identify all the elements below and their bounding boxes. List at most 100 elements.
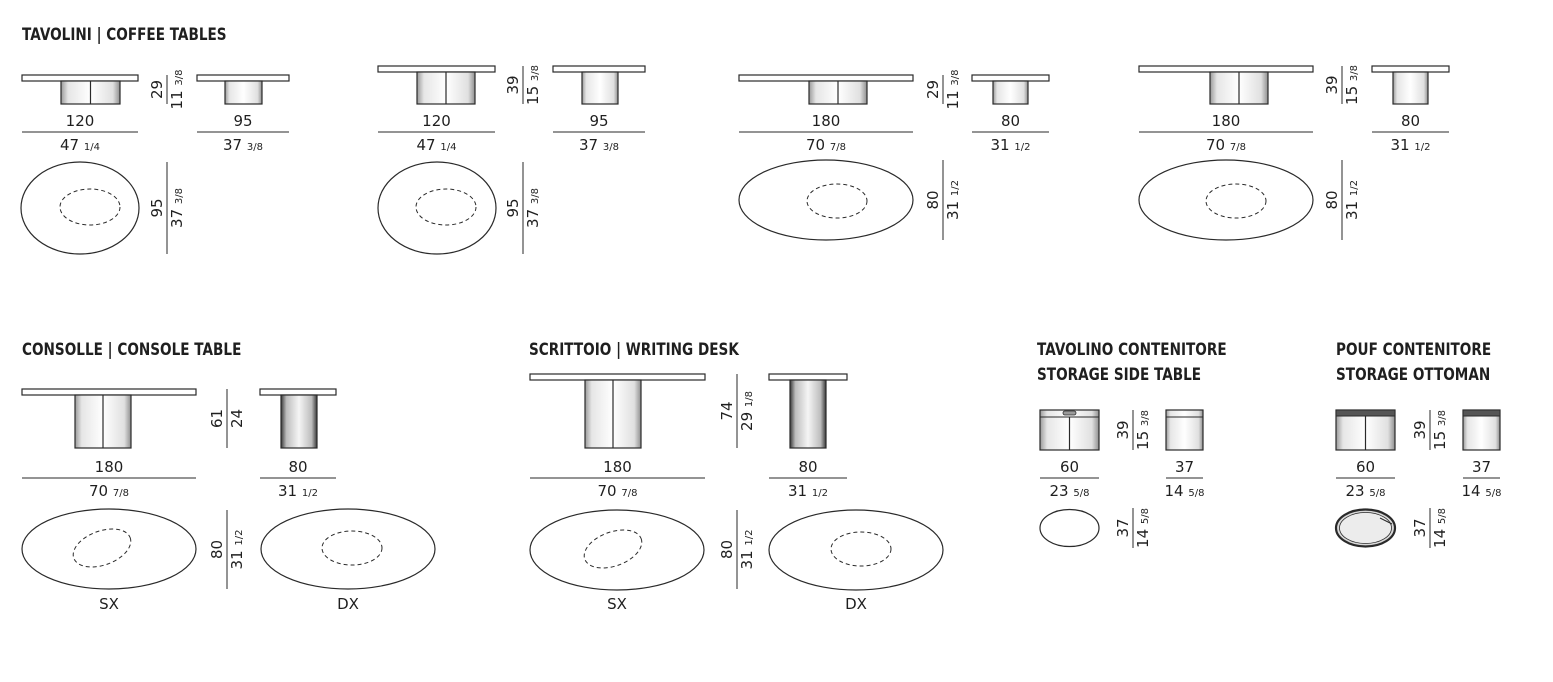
ottoman-front-lid — [1335, 409, 1396, 417]
console-width-in: 70 7/8 — [89, 482, 129, 500]
desk-sx-label: SX — [607, 595, 627, 613]
ct4-plan-dim-cm: 80 — [1323, 190, 1341, 209]
console-plan-sx-base-dashed — [72, 528, 132, 568]
desk-plan-dx-outline — [768, 509, 944, 591]
ct4-plan-dim-in: 31 1/2 — [1343, 180, 1361, 220]
desk-plan-dx-base-dashed — [830, 531, 892, 567]
side-table-title-en: STORAGE SIDE TABLE — [1037, 365, 1202, 385]
ct4-width-cm: 180 — [1212, 112, 1241, 130]
side-table-height-in: 15 3/8 — [1134, 410, 1152, 450]
console-table-title: CONSOLLE | CONSOLE TABLE — [22, 340, 242, 360]
ct3-depth-cm: 80 — [1001, 112, 1020, 130]
ottoman-width-cm: 60 — [1356, 458, 1375, 476]
ct4-depth-cm: 80 — [1401, 112, 1420, 130]
side-table-width-cm: 60 — [1060, 458, 1079, 476]
ct3-width-cm: 180 — [812, 112, 841, 130]
console-side-top — [259, 388, 337, 396]
console-front-top — [21, 388, 197, 396]
console-height-cm: 61 — [208, 409, 226, 428]
ct1-side-top — [196, 74, 290, 82]
ct4-depth-in: 31 1/2 — [1391, 136, 1431, 154]
console-side-base — [280, 394, 318, 449]
ottoman-plan-dim-cm: 37 — [1411, 518, 1429, 537]
ct2-front-top — [377, 65, 496, 73]
ct2-plan-base-dashed — [415, 188, 477, 226]
console-height-in: 24 — [228, 409, 246, 428]
side-table-depth-cm: 37 — [1175, 458, 1194, 476]
ct3-plan-outline — [738, 159, 914, 241]
ct4-plan-base-dashed — [1205, 183, 1267, 219]
desk-depth-in: 31 1/2 — [788, 482, 828, 500]
coffee-tables-title: TAVOLINI | COFFEE TABLES — [22, 25, 227, 45]
desk-side-top — [768, 373, 848, 381]
side-table-side-body — [1165, 409, 1204, 451]
desk-plan-sx-outline — [529, 509, 705, 591]
ct2-plan-dim-cm: 95 — [504, 198, 522, 217]
ct4-height-in: 15 3/8 — [1343, 65, 1361, 105]
side-table-plan-dim-in: 14 5/8 — [1134, 508, 1152, 548]
ct1-height-cm: 29 — [148, 80, 166, 99]
side-table-width-in: 23 5/8 — [1050, 482, 1090, 500]
ct2-plan-outline — [377, 161, 497, 255]
desk-width-cm: 180 — [603, 458, 632, 476]
ct2-plan-dim-in: 37 3/8 — [524, 188, 542, 228]
ottoman-depth-in: 14 5/8 — [1462, 482, 1502, 500]
ct3-depth-in: 31 1/2 — [991, 136, 1031, 154]
ottoman-width-in: 23 5/8 — [1346, 482, 1386, 500]
ct1-plan-dim-cm: 95 — [148, 198, 166, 217]
ct1-plan-base-dashed — [59, 188, 121, 226]
ct2-side-top — [552, 65, 646, 73]
ct1-side-base — [224, 80, 263, 105]
ottoman-plan-dim-in: 14 5/8 — [1431, 508, 1449, 548]
ct1-width-in: 47 1/4 — [60, 136, 100, 154]
desk-depth-cm: 80 — [798, 458, 817, 476]
ct2-side-base — [581, 71, 619, 105]
ct1-plan-dim-in: 37 3/8 — [168, 188, 186, 228]
ct4-height-cm: 39 — [1323, 75, 1341, 94]
ct4-front-top — [1138, 65, 1314, 73]
side-table-title-it: TAVOLINO CONTENITORE — [1037, 340, 1227, 360]
ottoman-title-it: POUF CONTENITORE — [1336, 340, 1492, 360]
ct1-height-in: 11 3/8 — [168, 70, 186, 110]
ct2-height-cm: 39 — [504, 75, 522, 94]
ottoman-plan-notch — [1379, 517, 1393, 525]
ottoman-title-en: STORAGE OTTOMAN — [1336, 365, 1491, 385]
desk-front-top — [529, 373, 706, 381]
ct4-side-base — [1392, 71, 1429, 105]
console-plan-sx-outline — [21, 508, 197, 590]
console-plan-dim-cm: 80 — [208, 540, 226, 559]
ct4-plan-outline — [1138, 159, 1314, 241]
ct1-depth-in: 37 3/8 — [223, 136, 263, 154]
desk-dx-label: DX — [845, 595, 867, 613]
ottoman-side-lid — [1462, 409, 1501, 417]
console-plan-dx-base-dashed — [321, 530, 383, 566]
ct3-front-top — [738, 74, 914, 82]
ct4-width-in: 70 7/8 — [1206, 136, 1246, 154]
side-table-handle — [1062, 410, 1077, 416]
writing-desk-title: SCRITTOIO | WRITING DESK — [529, 340, 739, 360]
desk-plan-sx-base-dashed — [583, 529, 643, 569]
ct2-depth-in: 37 3/8 — [579, 136, 619, 154]
ct2-width-in: 47 1/4 — [417, 136, 457, 154]
console-depth-cm: 80 — [288, 458, 307, 476]
console-plan-dx-outline — [260, 508, 436, 590]
console-plan-dim-in: 31 1/2 — [228, 530, 246, 570]
ct2-height-in: 15 3/8 — [524, 65, 542, 105]
ct2-depth-cm: 95 — [589, 112, 608, 130]
ct1-depth-cm: 95 — [233, 112, 252, 130]
ct3-plan-dim-in: 31 1/2 — [944, 180, 962, 220]
console-depth-in: 31 1/2 — [278, 482, 318, 500]
side-table-height-cm: 39 — [1114, 420, 1132, 439]
desk-height-in: 29 1/8 — [738, 391, 756, 431]
console-sx-label: SX — [99, 595, 119, 613]
desk-side-base — [789, 379, 827, 449]
ottoman-depth-cm: 37 — [1472, 458, 1491, 476]
desk-plan-dim-cm: 80 — [718, 540, 736, 559]
ct2-width-cm: 120 — [422, 112, 451, 130]
side-table-depth-in: 14 5/8 — [1165, 482, 1205, 500]
ct3-height-cm: 29 — [924, 80, 942, 99]
ct3-width-in: 70 7/8 — [806, 136, 846, 154]
ct3-side-top — [971, 74, 1050, 82]
console-width-cm: 180 — [95, 458, 124, 476]
